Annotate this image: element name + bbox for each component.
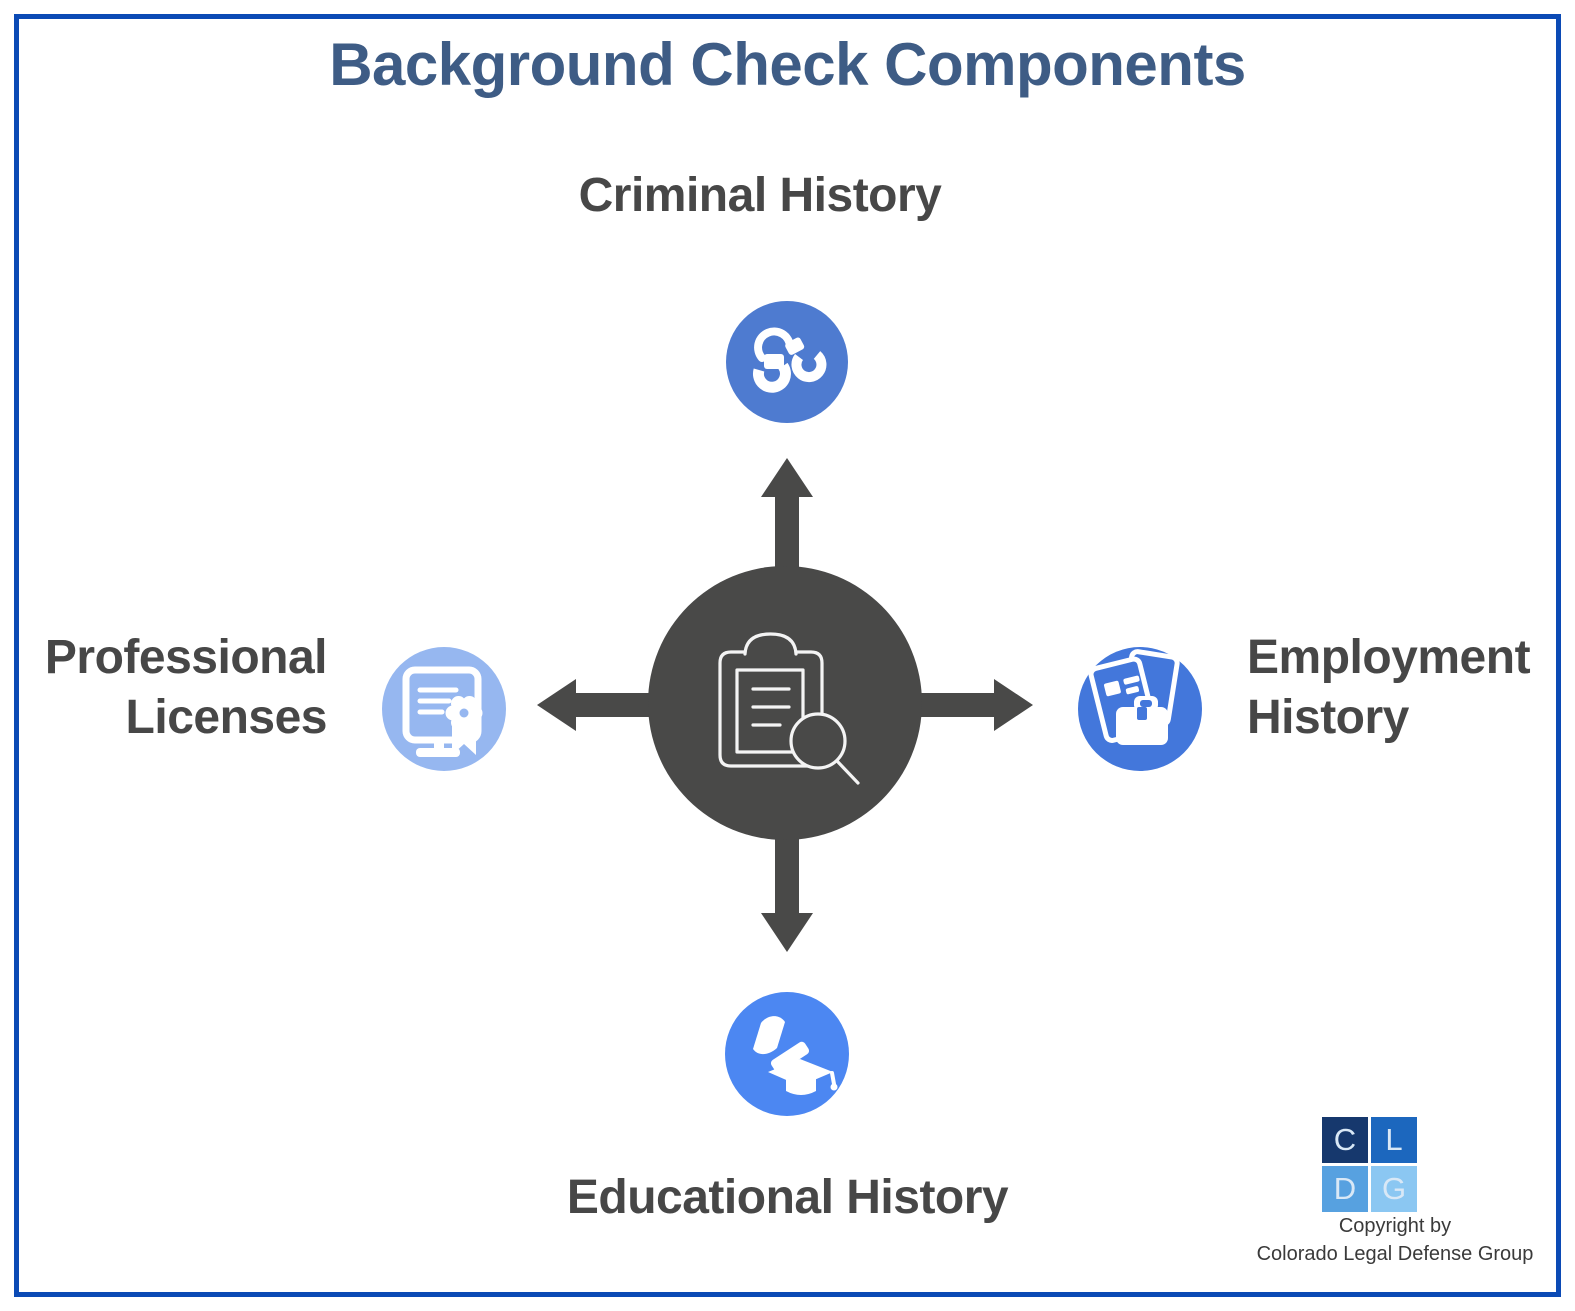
logo-letter-l: L: [1371, 1117, 1417, 1163]
clipboard-search-icon: [718, 632, 860, 785]
criminal-history-circle: [726, 301, 848, 423]
page-title: Background Check Components: [329, 31, 1246, 98]
label-professional-licenses: Professional Licenses: [44, 631, 328, 744]
graduation-cap-icon: [753, 1016, 838, 1095]
label-educational-history: Educational History: [566, 1171, 1009, 1224]
handcuffs-icon: [752, 327, 827, 393]
copyright-line1: Copyright by: [1338, 1215, 1452, 1237]
arrow-up-icon: [761, 458, 813, 600]
logo-letter-g: G: [1371, 1166, 1417, 1212]
documents-briefcase-icon: [1088, 649, 1180, 745]
copyright-line2: Colorado Legal Defense Group: [1256, 1243, 1534, 1265]
copyright-notice: Copyright by Colorado Legal Defense Grou…: [1230, 1212, 1560, 1268]
center-hub-circle: [648, 566, 922, 840]
logo-letter-d: D: [1322, 1166, 1368, 1212]
label-criminal-history: Criminal History: [578, 169, 942, 222]
logo-letter-c: C: [1322, 1117, 1368, 1163]
certificate-ribbon-icon: [402, 666, 483, 757]
arrow-left-icon: [537, 679, 690, 731]
label-employment-history: Employment History: [1247, 631, 1531, 744]
arrow-down-icon: [761, 806, 813, 952]
arrow-right-icon: [880, 679, 1033, 731]
cldg-logo: C L D G: [1322, 1117, 1417, 1212]
